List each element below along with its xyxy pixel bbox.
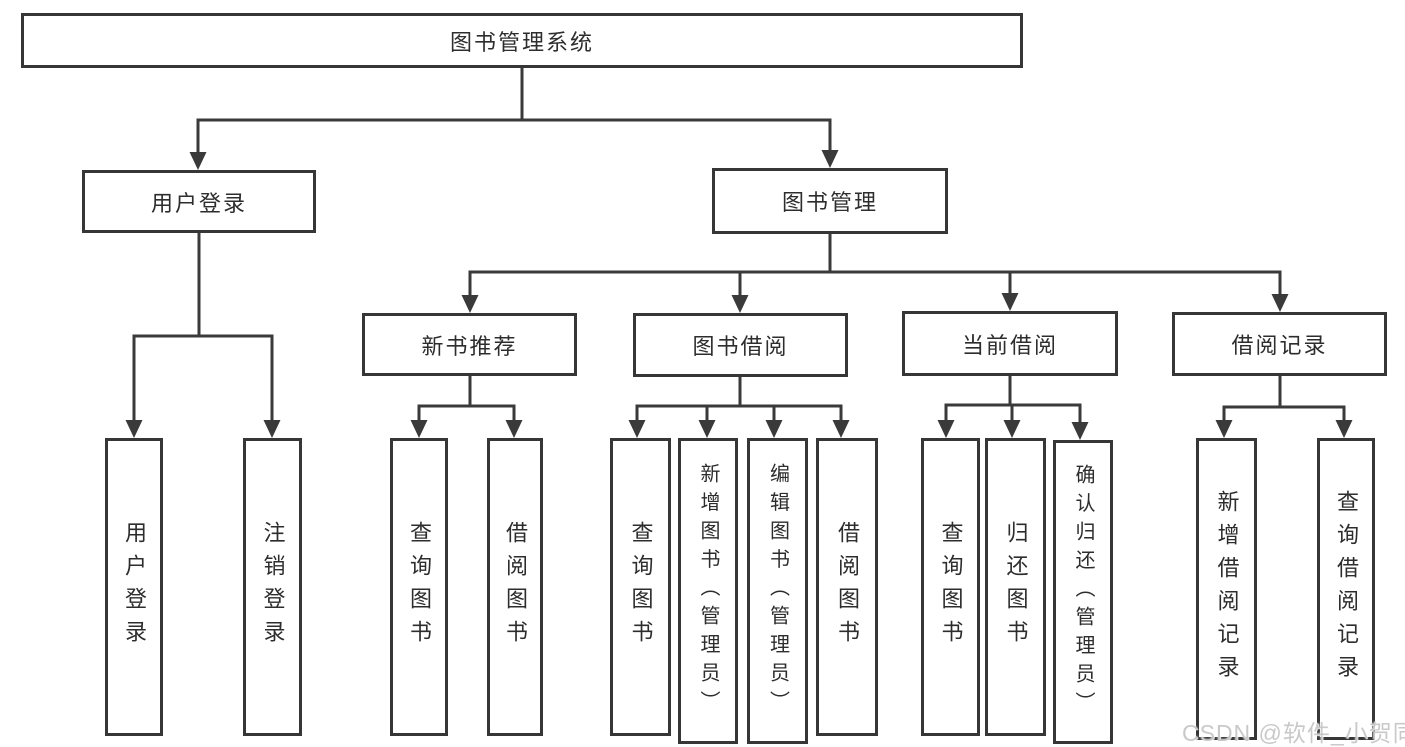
node-new-book-recommend-label: 新书推荐 (421, 333, 518, 359)
arrowhead-icon (937, 420, 955, 438)
arrowhead-icon (410, 420, 428, 438)
arrowhead-icon (125, 420, 143, 438)
leaf-borrow-books-recommend-label: 借阅图书 (503, 521, 528, 653)
leaf-borrow-books: 借阅图书 (816, 438, 878, 736)
leaf-query-books-borrow-label: 查询图书 (628, 521, 654, 653)
arrowhead-icon (698, 420, 716, 438)
arrowhead-icon (1335, 420, 1353, 438)
arrowhead-icon (1003, 420, 1021, 438)
leaf-confirm-return-admin: 确认归还（管理员） (1053, 440, 1113, 744)
leaf-borrow-books-label: 借阅图书 (835, 521, 860, 653)
arrowhead-icon (628, 420, 646, 438)
leaf-query-books-current: 查询图书 (921, 438, 980, 736)
connector-borrow-records-children (1215, 374, 1353, 438)
leaf-query-borrow-record-label: 查询借阅记录 (1334, 490, 1359, 688)
leaf-edit-books-admin-label: 编辑图书（管理员） (766, 463, 789, 719)
connector-root-to-level2 (189, 66, 839, 170)
arrowhead-icon (1001, 293, 1019, 311)
arrowhead-icon (832, 420, 850, 438)
node-new-book-recommend: 新书推荐 (362, 313, 577, 376)
root-library-management-system-label: 图书管理系统 (449, 29, 594, 55)
leaf-logout-label: 注销登录 (260, 521, 286, 653)
arrowhead-icon (731, 295, 749, 313)
connector-book-borrow-children (628, 375, 850, 438)
connector-current-borrow-children (937, 374, 1089, 440)
node-book-management-label: 图书管理 (781, 190, 878, 215)
arrowhead-icon (1071, 422, 1089, 440)
node-book-borrow-label: 图书借阅 (692, 334, 789, 359)
leaf-user-login-label: 用户登录 (122, 521, 147, 653)
node-current-borrow: 当前借阅 (902, 311, 1118, 376)
leaf-add-books-admin-label: 新增图书（管理员） (697, 463, 719, 719)
leaf-query-books-recommend-label: 查询图书 (407, 521, 432, 653)
leaf-return-books: 归还图书 (985, 438, 1046, 736)
leaf-query-borrow-record: 查询借阅记录 (1317, 438, 1375, 740)
leaf-add-borrow-record: 新增借阅记录 (1196, 438, 1257, 740)
arrowhead-icon (1215, 420, 1233, 438)
leaf-add-books-admin: 新增图书（管理员） (678, 438, 738, 744)
connector-book-management-children (461, 232, 1289, 313)
leaf-query-books-current-label: 查询图书 (938, 521, 964, 653)
arrowhead-icon (505, 420, 523, 438)
arrowhead-icon (821, 150, 839, 168)
arrowhead-icon (765, 420, 783, 438)
leaf-confirm-return-admin-label: 确认归还（管理员） (1072, 464, 1094, 720)
arrowhead-icon (461, 295, 479, 313)
node-borrow-records: 借阅记录 (1172, 312, 1387, 376)
node-book-borrow: 图书借阅 (633, 313, 848, 377)
arrowhead-icon (263, 420, 281, 438)
leaf-logout: 注销登录 (243, 438, 302, 736)
arrowhead-icon (1271, 294, 1289, 312)
node-current-borrow-label: 当前借阅 (961, 332, 1058, 358)
arrowhead-icon (189, 152, 207, 170)
leaf-query-books-recommend: 查询图书 (390, 438, 448, 736)
leaf-edit-books-admin: 编辑图书（管理员） (747, 438, 808, 744)
root-library-management-system: 图书管理系统 (21, 13, 1023, 68)
leaf-add-borrow-record-label: 新增借阅记录 (1214, 490, 1240, 688)
node-borrow-records-label: 借阅记录 (1231, 333, 1328, 358)
node-user-login-label: 用户登录 (150, 190, 247, 216)
csdn-watermark: CSDN @软件_小贺同学 (1182, 720, 1405, 746)
leaf-return-books-label: 归还图书 (1003, 521, 1029, 653)
connector-new-book-recommend-children (410, 374, 523, 438)
connector-user-login-children (125, 231, 281, 438)
leaf-user-login: 用户登录 (105, 438, 163, 736)
node-book-management: 图书管理 (712, 168, 948, 234)
node-user-login: 用户登录 (82, 170, 316, 233)
leaf-query-books-borrow: 查询图书 (610, 438, 671, 736)
leaf-borrow-books-recommend: 借阅图书 (487, 438, 543, 736)
